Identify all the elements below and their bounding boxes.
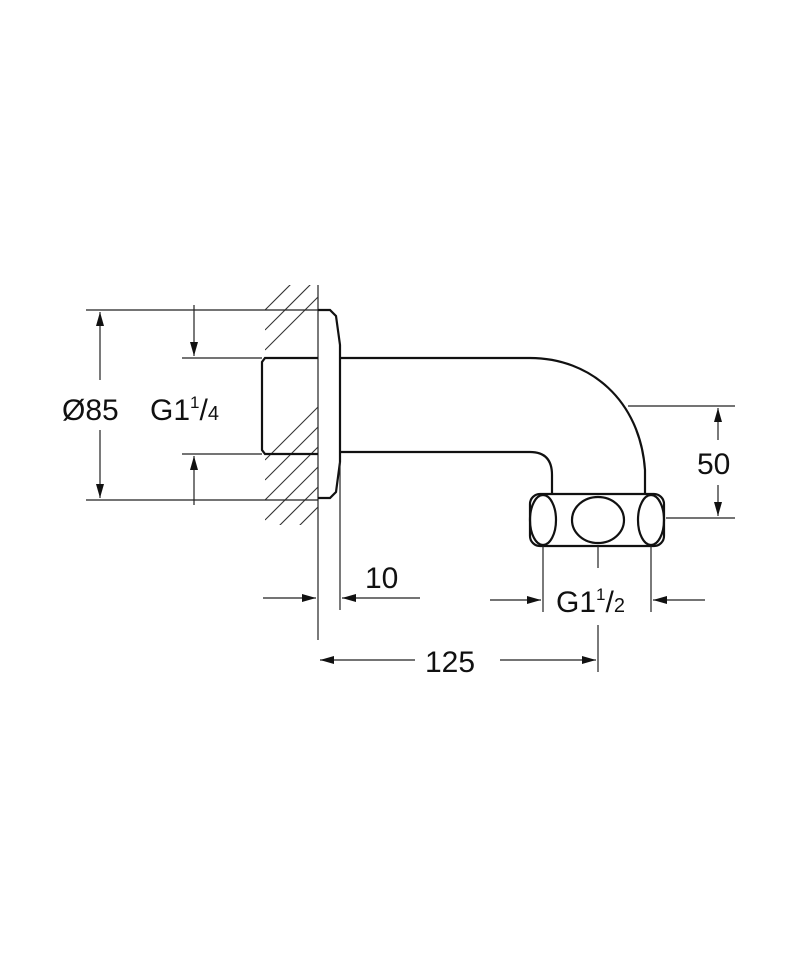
dim-inlet-thread: G11/4: [150, 305, 262, 505]
svg-text:125: 125: [425, 646, 475, 679]
dim-projection: 125: [320, 625, 599, 679]
svg-text:10: 10: [365, 562, 398, 595]
outlet-nut: [528, 492, 666, 548]
dim-offset: 50: [628, 405, 735, 519]
dim-wall-gap: 10: [263, 462, 420, 610]
wall-hatch: [265, 285, 319, 640]
label-diameter: Ø85: [62, 394, 119, 427]
svg-text:50: 50: [697, 448, 730, 481]
spout-body: [340, 356, 647, 494]
flange: [318, 308, 342, 500]
dim-diameter: Ø85: [62, 309, 318, 501]
dim-outlet-thread: G11/2: [490, 546, 705, 619]
svg-text:G11/4: G11/4: [150, 393, 219, 427]
inlet-stub: [260, 356, 318, 456]
svg-text:G11/2: G11/2: [556, 585, 625, 619]
